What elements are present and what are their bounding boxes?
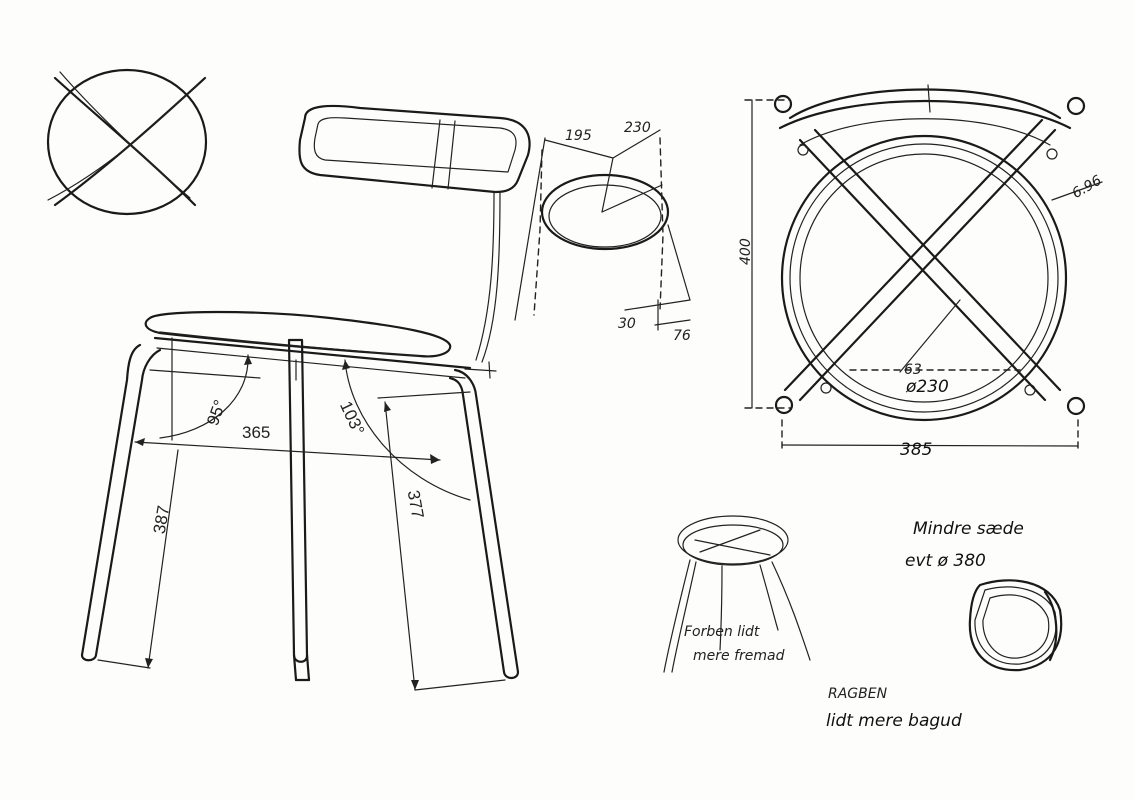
dim-plan-diameter: ø230 <box>905 377 949 397</box>
chair-side-view <box>80 104 531 691</box>
stool-sketch <box>663 515 811 673</box>
note-seat-sub: evt ø 380 <box>905 551 986 571</box>
note-seat-title: Mindre sæde <box>913 519 1024 539</box>
dim-back-c: 30 <box>618 316 636 332</box>
cross-symbol-sketch <box>46 68 208 216</box>
dim-rear-angle: 103° <box>336 398 368 438</box>
dim-plan-tube: 6.96 <box>1070 173 1105 202</box>
dim-seat-width: 365 <box>242 423 270 442</box>
seat-shape-doodle <box>968 579 1063 672</box>
backrest-angle-sketch <box>514 129 691 331</box>
dim-plan-width: 385 <box>900 440 932 460</box>
note-rear-leg-2: lidt mere bagud <box>826 711 962 731</box>
dim-back-d: 76 <box>673 328 691 344</box>
dim-plan-small: 63 <box>904 362 922 378</box>
dim-front-leg: 387 <box>150 504 174 535</box>
chair-plan-view <box>744 84 1103 449</box>
dim-back-a: 195 <box>565 128 592 144</box>
dim-back-b: 230 <box>624 120 651 136</box>
dim-rear-leg: 377 <box>404 489 428 520</box>
note-rear-leg-1: RAGBEN <box>828 686 888 702</box>
dim-front-angle: 95° <box>203 397 230 428</box>
dim-plan-height: 400 <box>738 238 754 265</box>
note-front-leg-2: mere fremad <box>693 648 785 664</box>
note-front-leg-1: Forben lidt <box>684 624 760 640</box>
